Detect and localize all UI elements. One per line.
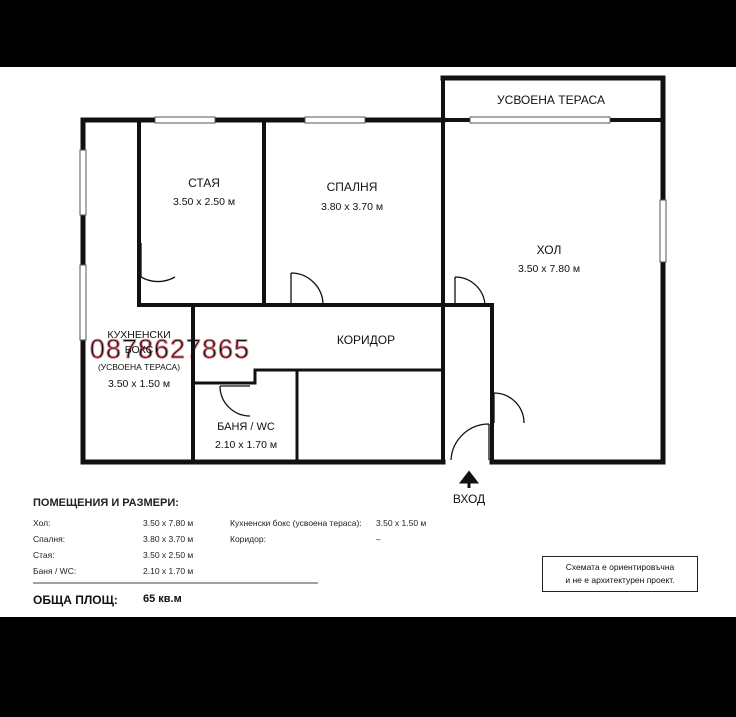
- kitchen-label-line1: КУХНЕНСКИ: [107, 329, 170, 341]
- disclaimer-line1: Схемата е ориентировъчна: [565, 562, 675, 572]
- legend-name: Спалня:: [33, 534, 66, 544]
- legend-name: Баня / WC:: [33, 566, 77, 576]
- legend-value: –: [376, 534, 381, 544]
- room-label: СТАЯ: [188, 176, 220, 190]
- kitchen-label-line3: (УСВОЕНА ТЕРАСА): [98, 362, 180, 372]
- floor-plan-sheet: [0, 67, 736, 617]
- living-size: 3.50 x 7.80 м: [518, 263, 580, 275]
- legend-value: 3.50 x 2.50 м: [143, 550, 194, 560]
- kitchen-size: 3.50 x 1.50 м: [108, 378, 170, 390]
- doors: [140, 243, 525, 461]
- disclaimer-line2: и не е архитектурен проект.: [565, 575, 675, 585]
- disclaimer-box: Схемата е ориентировъчна и не е архитект…: [542, 556, 698, 592]
- legend-name: Стая:: [33, 550, 55, 560]
- terrace-label: УСВОЕНА ТЕРАСА: [497, 93, 605, 107]
- kitchen-label-line2: БОКС: [125, 344, 154, 356]
- legend-value: 3.50 x 1.50 м: [376, 518, 427, 528]
- total-area-value: 65 кв.м: [143, 593, 182, 605]
- legend-name: Кухненски бокс (усвоена тераса):: [230, 518, 362, 528]
- windows: [79, 116, 667, 341]
- bath-label: БАНЯ / WC: [217, 421, 275, 433]
- legend-title: ПОМЕЩЕНИЯ И РАЗМЕРИ:: [33, 497, 179, 509]
- legend-name: Хол:: [33, 518, 51, 528]
- bath-size: 2.10 x 1.70 м: [215, 439, 277, 451]
- entrance-arrow-icon: [458, 470, 480, 488]
- watermark-phone: 0878627865: [90, 334, 250, 364]
- legend-value: 3.50 x 7.80 м: [143, 518, 194, 528]
- corridor-label: КОРИДОР: [337, 333, 395, 347]
- entrance-label: ВХОД: [453, 492, 485, 506]
- living-label: ХОЛ: [537, 243, 562, 257]
- legend-value: 2.10 x 1.70 м: [143, 566, 194, 576]
- bedroom-size: 3.80 x 3.70 м: [321, 201, 383, 213]
- legend-value: 3.80 x 3.70 м: [143, 534, 194, 544]
- bedroom-label: СПАЛНЯ: [327, 180, 378, 194]
- room-size: 3.50 x 2.50 м: [173, 196, 235, 208]
- legend-name: Коридор:: [230, 534, 266, 544]
- total-area-label: ОБЩА ПЛОЩ:: [33, 593, 118, 607]
